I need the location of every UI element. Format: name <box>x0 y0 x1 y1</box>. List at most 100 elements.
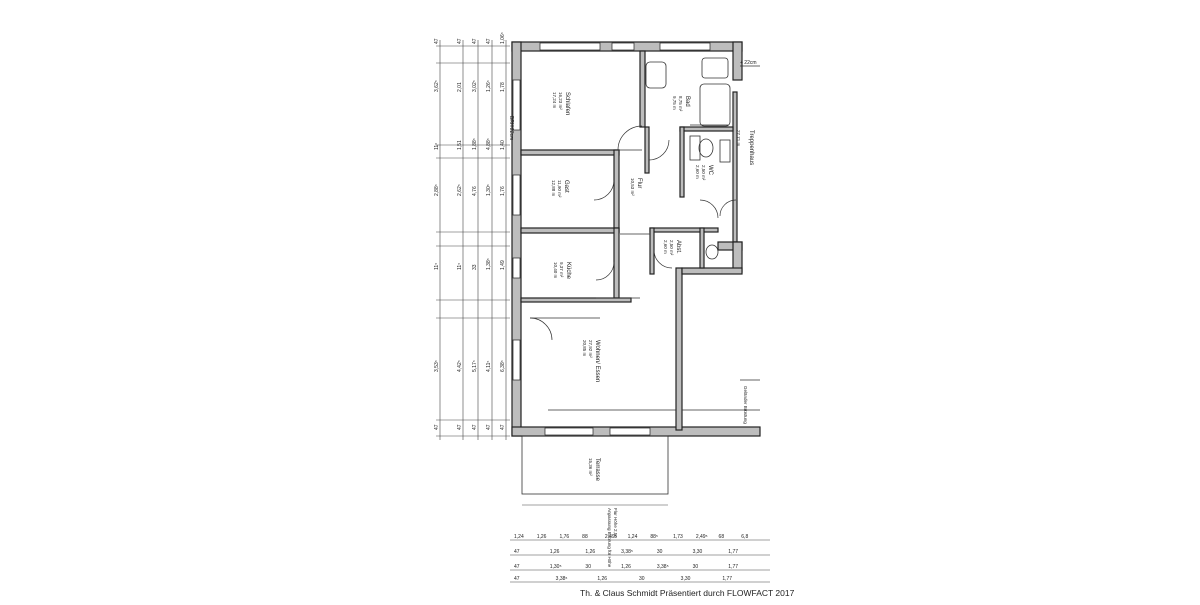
dim-left-3-5: 5,17⁵ <box>472 360 478 372</box>
room-area-bad: 8,75 m² <box>678 96 683 112</box>
dim-left-3-3: 4,76 <box>472 186 478 196</box>
dim-bottom-1-5: 1,24 <box>628 534 638 540</box>
room-detail-kueche: 10,40 m <box>553 262 558 279</box>
room-name-gast: Gast <box>563 180 569 193</box>
dim-bottom-2-0: 47 <box>514 549 520 555</box>
dim-left-1-1: 3,62⁵ <box>434 80 440 92</box>
dim-left-4-0: 47 <box>486 38 492 44</box>
dim-left-5-0: 1,06⁵ <box>500 32 506 44</box>
dim-left-2-5: 4,42⁵ <box>457 360 463 372</box>
dim-left-3-4: 33 <box>472 264 478 270</box>
dim-left-1-6: 47 <box>434 424 440 430</box>
dim-left-3-6: 47 <box>472 424 478 430</box>
room-area-wohnen: 27,92 m² <box>588 340 593 358</box>
dim-bottom-1-0: 1,24 <box>514 534 524 540</box>
dim-left-5-6: 47 <box>500 424 506 430</box>
room-detail-abst: 2,60 m <box>663 240 668 254</box>
dim-left-2-1: 2,01 <box>457 82 463 92</box>
dim-bottom-1-8: 2,49⁵ <box>696 534 708 540</box>
dim-left-2-4: 11⁵ <box>457 263 463 270</box>
dim-bottom-2-1: 1,26 <box>550 549 560 555</box>
dim-left-3-0: 47 <box>472 38 478 44</box>
dim-left-1-0: 47 <box>434 38 440 44</box>
dim-bottom-1-2: 1,76 <box>559 534 569 540</box>
dim-bottom-4-3: 30 <box>639 576 645 582</box>
dim-bottom-1-10: 6,8 <box>741 534 748 540</box>
room-name-terrasse: Terrasse <box>594 458 600 482</box>
detail-lines <box>530 65 760 411</box>
windows <box>512 42 711 436</box>
dim-left-2-6: 47 <box>457 424 463 430</box>
credit-caption: Th. & Claus Schmidt Präsentiert durch FL… <box>580 588 795 598</box>
dim-left-3-1: 3,02⁵ <box>472 80 478 92</box>
dim-bottom-2-2: 1,26 <box>585 549 595 555</box>
room-name-wohnen: Wohnen/ Essen <box>594 340 600 382</box>
outer-walls <box>511 41 761 437</box>
dim-left-5-1: 1,78 <box>500 82 506 92</box>
dim-left-1-4: 11⁵ <box>434 263 440 270</box>
room-area-terrasse: 15,36 m² <box>588 458 593 476</box>
dim-bottom-4-5: 1,77 <box>722 576 732 582</box>
dim-bottom-1-4: 2,49⁵ <box>605 534 617 540</box>
dim-bottom-4-2: 1,26 <box>597 576 607 582</box>
interior-walls <box>520 50 734 303</box>
dim-left-4-2: 4,88⁵ <box>486 138 492 150</box>
room-name-abst: Abst. <box>675 240 681 254</box>
dim-left-1-2: 11⁵ <box>434 143 440 150</box>
dim-left-5-3: 1,76 <box>500 186 506 196</box>
room-detail-schlafen: 17,24 m <box>552 92 557 109</box>
dim-left-2-2: 1,51 <box>457 140 463 150</box>
room-detail-wohnen: 20,85 m <box>582 340 587 357</box>
dim-bottom-1-3: 88 <box>582 534 588 540</box>
brh-label: BRH 22cm <box>508 116 514 140</box>
room-detail-bad: 9,75 m <box>672 96 677 110</box>
dim-left-3-2: 1,88⁵ <box>472 138 478 150</box>
dim-bottom-1-9: 68 <box>719 534 725 540</box>
dim-bottom-4-0: 47 <box>514 576 520 582</box>
dim-bottom-2-4: 30 <box>657 549 663 555</box>
room-name-schlafen: Schlafen <box>564 92 570 115</box>
bottom-note-2: Flur Höhe 2,50 <box>613 508 618 538</box>
dim-left-4-1: 1,26⁵ <box>486 80 492 92</box>
dim-left-2-3: 2,62⁵ <box>457 184 463 196</box>
dim-bottom-3-6: 1,77 <box>728 564 738 570</box>
dim-bottom-2-5: 3,30 <box>693 549 703 555</box>
dim-left-5-4: 1,49 <box>500 260 506 270</box>
room-name-bad: Bad <box>684 96 690 107</box>
dim-bottom-2-3: 3,38⁵ <box>621 549 633 555</box>
stair-note: Geländer Brüstung <box>743 386 748 424</box>
room-name-wc: WC <box>707 165 713 176</box>
left-dimension-labels: 473,62⁵11⁵2,88⁵11⁵3,53⁵47472,011,512,62⁵… <box>434 32 506 430</box>
dim-bottom-3-3: 1,26 <box>621 564 631 570</box>
room-detail-treppenhaus: 27,71 m <box>736 130 741 147</box>
room-name-kueche: Küche <box>565 262 571 280</box>
room-detail-gast: 12,88 m <box>551 180 556 197</box>
dim-left-4-6: 47 <box>486 424 492 430</box>
dim-bottom-1-6: 88⁵ <box>650 534 658 540</box>
dim-bottom-3-0: 47 <box>514 564 520 570</box>
dim-left-5-2: 1,40 <box>500 140 506 150</box>
bottom-dimension-lines <box>510 539 770 583</box>
dim-left-4-5: 4,11⁵ <box>486 361 492 372</box>
room-area-wc: 2,50 m² <box>701 165 706 181</box>
dim-bottom-1-1: 1,26 <box>537 534 547 540</box>
room-detail-wc: 2,60 m <box>695 165 700 179</box>
bottom-dimension-labels: 1,24 1,26 1,76 88 2,49⁵ 1,24 88⁵ 1,73 2,49⁵ 68 6,8… <box>514 534 748 582</box>
dim-left-1-3: 2,88⁵ <box>434 184 440 196</box>
room-area-schlafen: 16,23 m² <box>558 92 563 110</box>
dim-bottom-3-1: 1,30⁵ <box>550 564 562 570</box>
dim-bottom-2-6: 1,77 <box>728 549 738 555</box>
room-area-abst: 2,50 m² <box>669 240 674 256</box>
dim-bottom-4-4: 3,30 <box>681 576 691 582</box>
dim-left-2-0: 47 <box>457 38 463 44</box>
dim-bottom-1-7: 1,73 <box>673 534 683 540</box>
room-name-flur: Flur <box>636 178 642 188</box>
dim-left-4-3: 1,30⁵ <box>486 184 492 196</box>
bottom-note: Anpassung Bohrung für Höhe <box>607 508 612 568</box>
dim-bottom-4-1: 3,38⁵ <box>556 576 568 582</box>
dim-bottom-3-4: 3,38⁵ <box>657 564 669 570</box>
dim-left-4-4: 1,38⁵ <box>486 258 492 270</box>
